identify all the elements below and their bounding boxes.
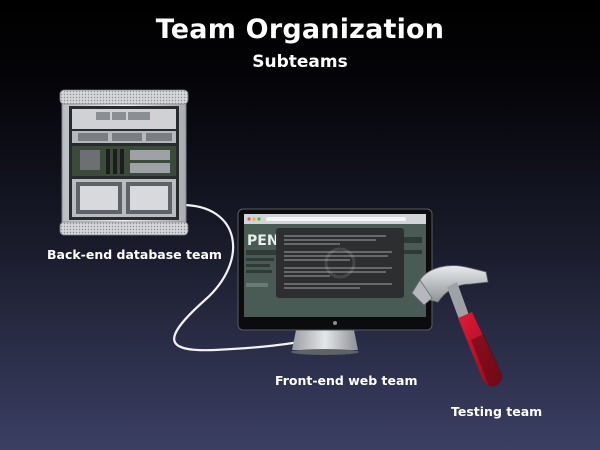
- svg-text:PEN: PEN: [247, 233, 279, 249]
- network-cable: [173, 203, 327, 352]
- server-tower-icon: [59, 89, 189, 236]
- slide-title: Team Organization: [155, 14, 445, 45]
- hammer-icon: [411, 265, 503, 387]
- frontend-team-label: Front-end web team: [275, 373, 418, 388]
- display-monitor-icon: PEN: [237, 208, 433, 355]
- backend-team-label: Back-end database team: [47, 247, 222, 262]
- testing-team-label: Testing team: [451, 404, 543, 419]
- slide-subtitle: Subteams: [252, 52, 348, 72]
